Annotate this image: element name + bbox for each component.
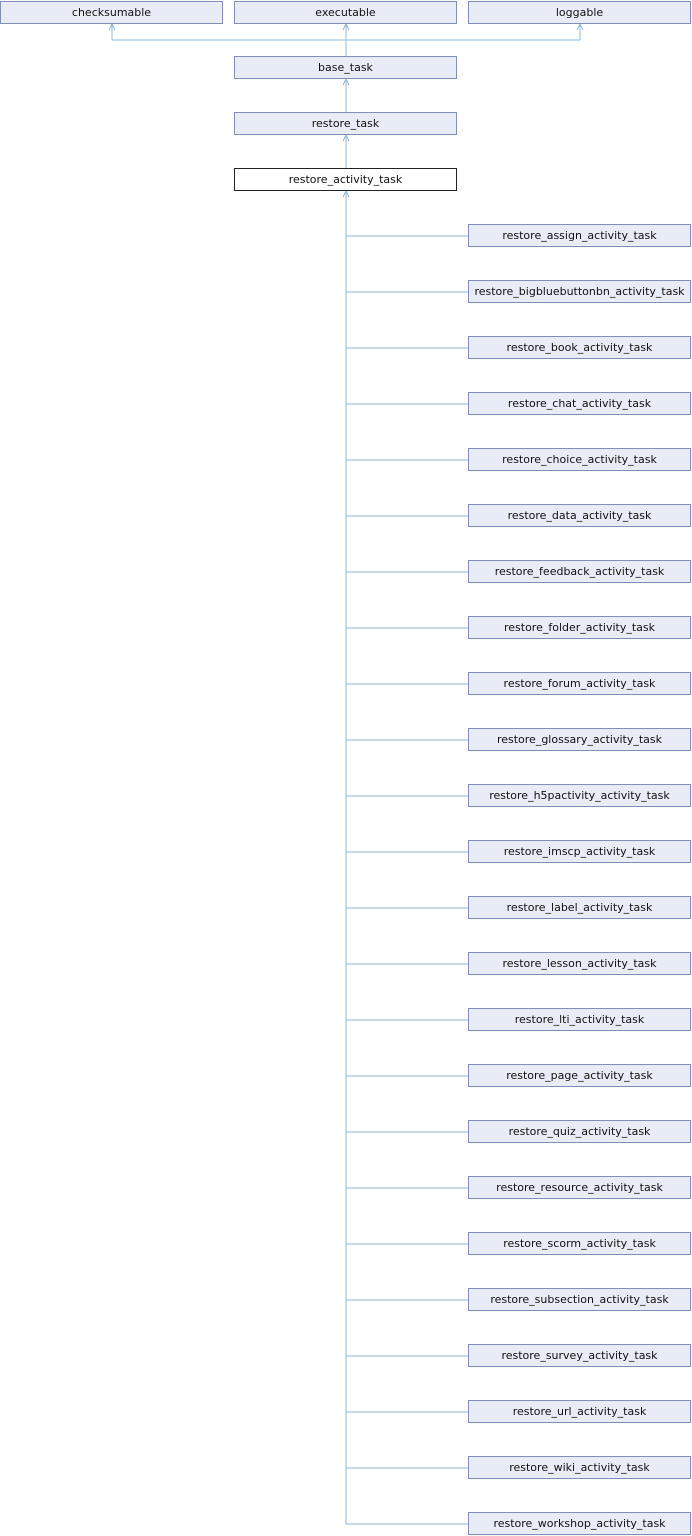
class-node-checksumable[interactable]: checksumable xyxy=(0,1,223,24)
class-node-restore_workshop_activity_task[interactable]: restore_workshop_activity_task xyxy=(468,1512,691,1535)
class-node-restore_page_activity_task[interactable]: restore_page_activity_task xyxy=(468,1064,691,1087)
class-node-restore_url_activity_task[interactable]: restore_url_activity_task xyxy=(468,1400,691,1423)
arrow-subclasses xyxy=(342,189,350,198)
class-node-restore_lesson_activity_task[interactable]: restore_lesson_activity_task xyxy=(468,952,691,975)
class-node-restore_feedback_activity_task[interactable]: restore_feedback_activity_task xyxy=(468,560,691,583)
class-node-restore_book_activity_task[interactable]: restore_book_activity_task xyxy=(468,336,691,359)
class-node-restore_assign_activity_task[interactable]: restore_assign_activity_task xyxy=(468,224,691,247)
class-node-restore_folder_activity_task[interactable]: restore_folder_activity_task xyxy=(468,616,691,639)
class-node-restore_chat_activity_task[interactable]: restore_chat_activity_task xyxy=(468,392,691,415)
class-node-restore_survey_activity_task[interactable]: restore_survey_activity_task xyxy=(468,1344,691,1367)
class-node-restore_activity_task[interactable]: restore_activity_task xyxy=(234,168,457,191)
class-node-base_task[interactable]: base_task xyxy=(234,56,457,79)
arrow-checksumable xyxy=(108,22,116,31)
class-node-restore_resource_activity_task[interactable]: restore_resource_activity_task xyxy=(468,1176,691,1199)
arrow-executable xyxy=(342,22,350,31)
class-node-restore_glossary_activity_task[interactable]: restore_glossary_activity_task xyxy=(468,728,691,751)
class-node-loggable[interactable]: loggable xyxy=(468,1,691,24)
class-node-restore_data_activity_task[interactable]: restore_data_activity_task xyxy=(468,504,691,527)
class-node-executable[interactable]: executable xyxy=(234,1,457,24)
arrow-chain-2 xyxy=(342,133,350,142)
class-node-restore_bigbluebuttonbn_activity_task[interactable]: restore_bigbluebuttonbn_activity_task xyxy=(468,280,691,303)
class-node-restore_scorm_activity_task[interactable]: restore_scorm_activity_task xyxy=(468,1232,691,1255)
class-node-restore_lti_activity_task[interactable]: restore_lti_activity_task xyxy=(468,1008,691,1031)
arrow-loggable xyxy=(576,22,584,31)
class-node-restore_label_activity_task[interactable]: restore_label_activity_task xyxy=(468,896,691,919)
arrow-chain-1 xyxy=(342,77,350,86)
class-node-restore_choice_activity_task[interactable]: restore_choice_activity_task xyxy=(468,448,691,471)
class-node-restore_wiki_activity_task[interactable]: restore_wiki_activity_task xyxy=(468,1456,691,1479)
class-node-restore_h5pactivity_activity_task[interactable]: restore_h5pactivity_activity_task xyxy=(468,784,691,807)
class-node-restore_quiz_activity_task[interactable]: restore_quiz_activity_task xyxy=(468,1120,691,1143)
class-node-restore_task[interactable]: restore_task xyxy=(234,112,457,135)
class-node-restore_imscp_activity_task[interactable]: restore_imscp_activity_task xyxy=(468,840,691,863)
class-node-restore_subsection_activity_task[interactable]: restore_subsection_activity_task xyxy=(468,1288,691,1311)
class-node-restore_forum_activity_task[interactable]: restore_forum_activity_task xyxy=(468,672,691,695)
